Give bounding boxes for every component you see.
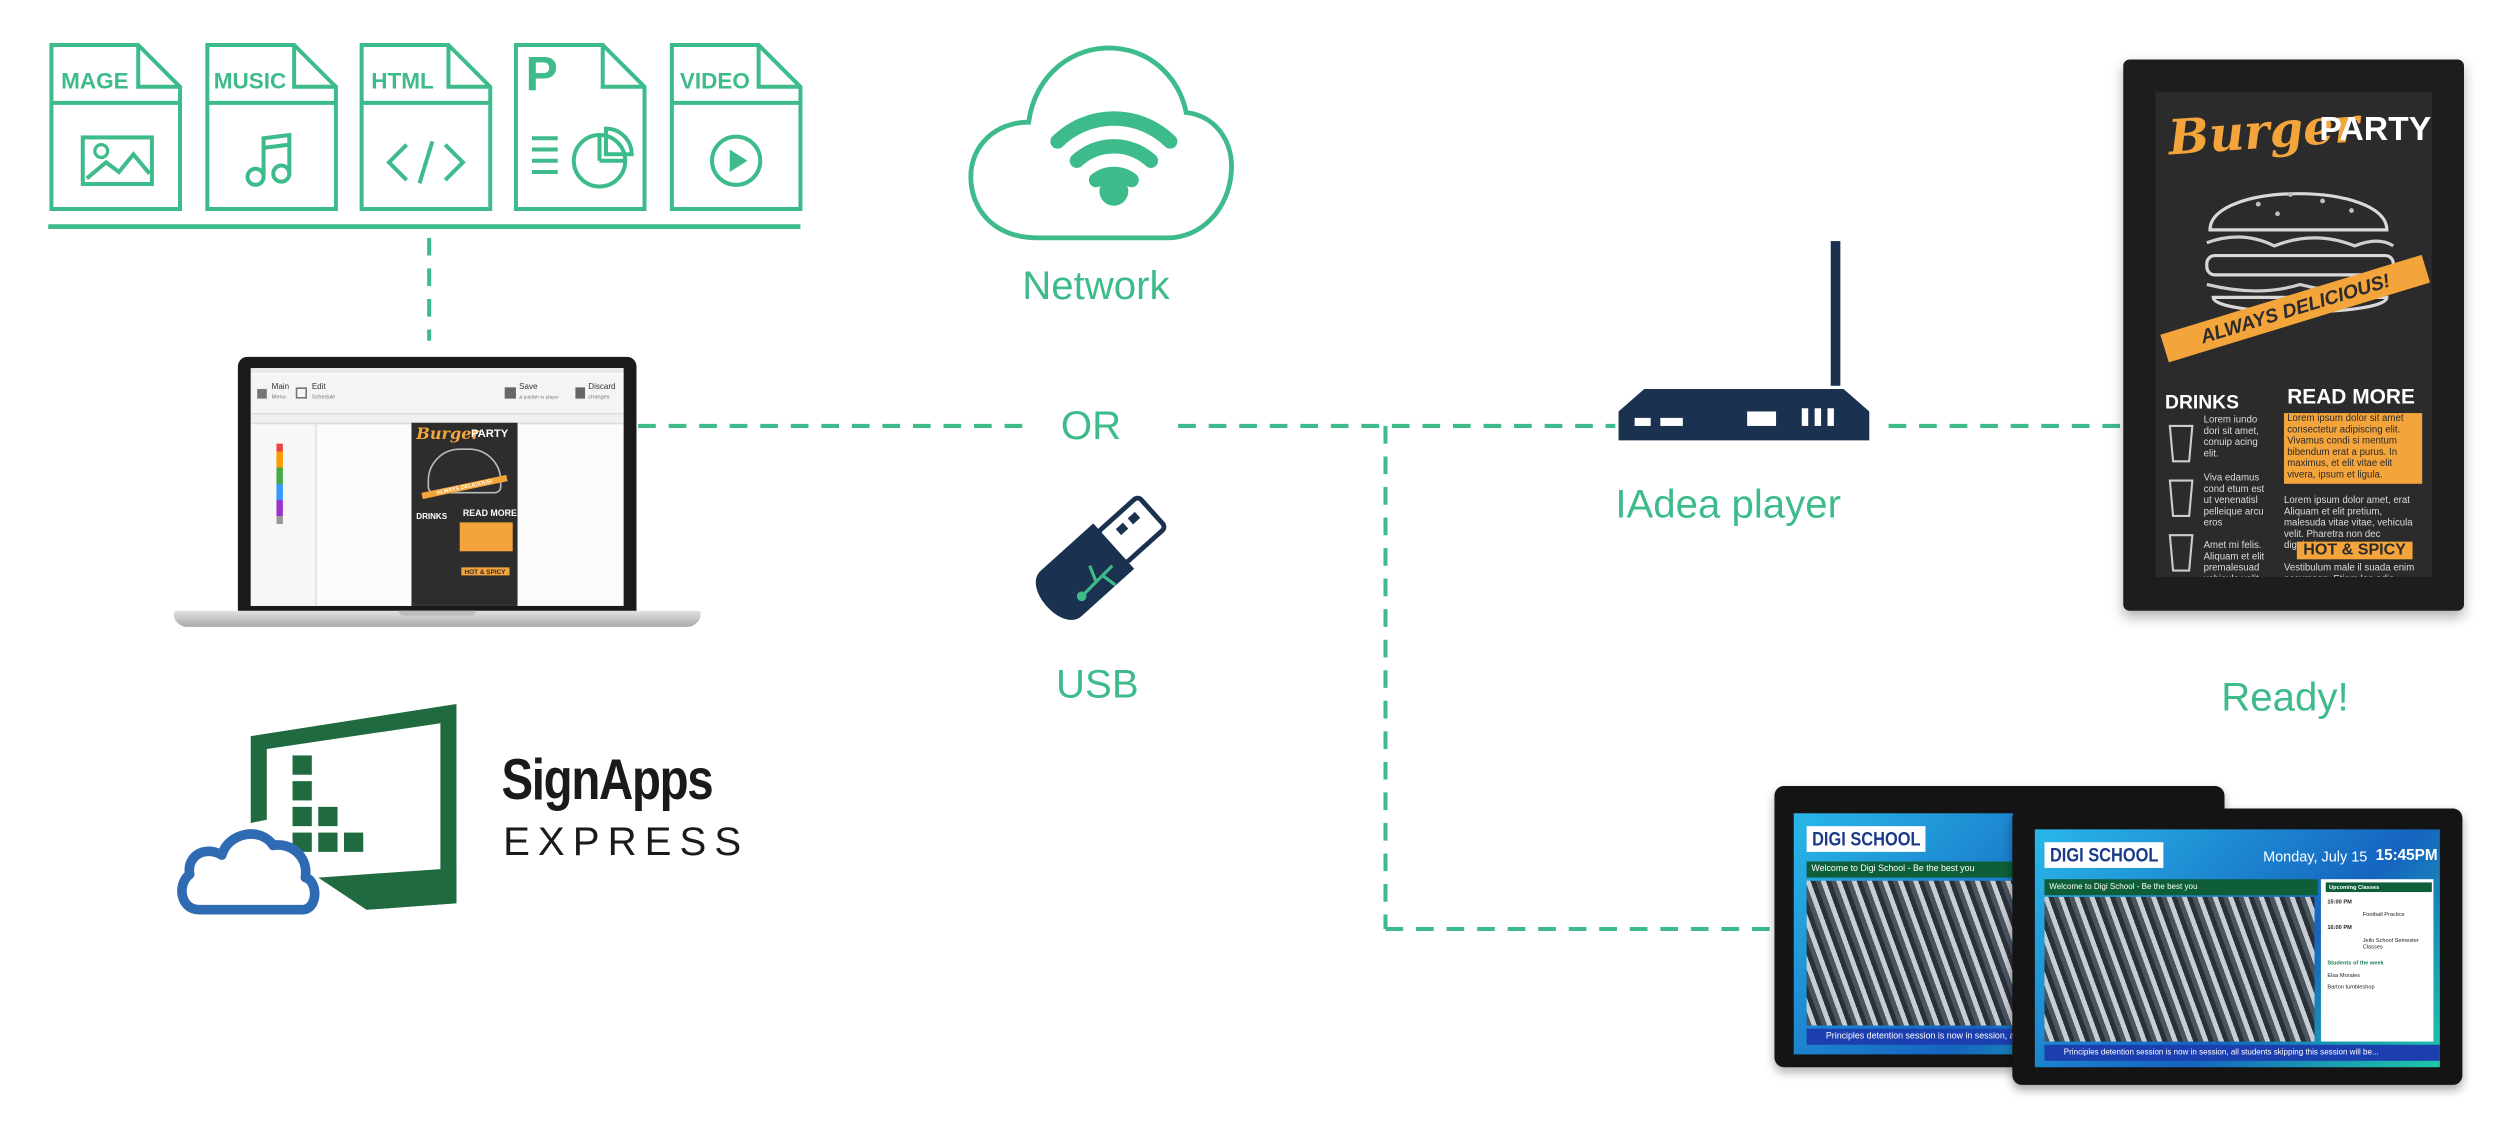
save-icon xyxy=(504,387,516,399)
presentation-chart-icon xyxy=(532,126,634,189)
image-icon xyxy=(80,135,154,187)
edit-sub: Schedule xyxy=(311,393,336,401)
discard-changes-button[interactable]: Discard changes xyxy=(575,383,623,409)
poster-read-more-heading: READ MORE xyxy=(2287,384,2415,409)
brand-name: SignApps xyxy=(501,745,713,812)
read-more-text-3: Vestibulum male il suada enim accumsan. … xyxy=(2283,564,2415,577)
file-type-label: MUSIC xyxy=(213,67,287,94)
file-outline-icon xyxy=(513,42,647,211)
calendar-icon xyxy=(295,387,307,399)
save-publish-button[interactable]: Save & publish to player xyxy=(504,382,569,409)
brand-subtitle: EXPRESS xyxy=(503,819,750,865)
save-label: Save xyxy=(519,382,538,393)
class-time-2: 16:00 PM xyxy=(2327,924,2352,931)
student-1: Elsa Morales xyxy=(2327,972,2360,979)
file-presentation: P xyxy=(513,42,648,212)
discard-label: Discard xyxy=(588,382,616,393)
app-titlebar xyxy=(250,368,624,373)
signapps-logo-icon xyxy=(177,703,457,915)
digi-tablet-front: DIGI SCHOOL Monday, July 15 15:45PM Welc… xyxy=(2012,808,2463,1085)
class-time-1: 15:00 PM xyxy=(2327,898,2352,905)
file-types-baseline xyxy=(48,224,801,230)
file-image: MAGE xyxy=(48,42,183,212)
digi-photo-front xyxy=(2044,896,2315,1042)
signapps-express-logo: SignApps EXPRESS xyxy=(174,701,741,926)
app-left-panel xyxy=(250,424,317,606)
file-music: MUSIC xyxy=(204,42,339,212)
digi-brand-front: DIGI SCHOOL xyxy=(2044,842,2164,868)
app-ribbon: Main Menu Edit Schedule Save & publish t… xyxy=(250,374,624,415)
file-video: VIDEO xyxy=(669,42,804,212)
laptop-base xyxy=(173,610,701,627)
drink-cups-icon xyxy=(2168,424,2194,572)
edit-schedule-button[interactable]: Edit Schedule xyxy=(295,382,341,409)
usb-drive-icon xyxy=(1035,495,1167,620)
home-icon xyxy=(257,388,267,399)
digi-date: Monday, July 15 xyxy=(2263,848,2368,865)
laptop: Main Menu Edit Schedule Save & publish t… xyxy=(173,356,701,640)
wifi-cloud-icon xyxy=(968,45,1234,241)
file-type-label: MAGE xyxy=(61,67,129,94)
burger-poster: Burger PARTY ALWAYS DELICIOUS! DRINKS Lo… xyxy=(2155,91,2432,578)
thumb-orange-block xyxy=(459,522,513,552)
file-type-label: HTML xyxy=(371,67,434,94)
code-icon xyxy=(386,140,466,184)
class-name-1: Football Practice xyxy=(2362,911,2405,918)
digi-ticker-front: Principles detention session is now in s… xyxy=(2044,1044,2440,1061)
laptop-trackpad-notch xyxy=(398,610,476,616)
discard-sub: changes xyxy=(588,393,610,401)
main-menu-button[interactable]: Main Menu xyxy=(257,383,292,409)
digi-brand-back: DIGI SCHOOL xyxy=(1806,826,1926,852)
file-types-row: MAGE MUSIC xyxy=(45,39,804,238)
discard-icon xyxy=(575,387,586,399)
media-player-router-icon xyxy=(1618,241,1870,441)
usb-label: USB xyxy=(1055,662,1139,708)
file-outline-icon xyxy=(49,42,183,211)
file-outline-icon xyxy=(359,42,493,211)
thumb-drinks: DRINKS xyxy=(416,512,448,523)
file-outline-icon xyxy=(669,42,803,211)
poster-drinks-heading: DRINKS xyxy=(2165,390,2239,414)
thumb-hot-spicy: HOT & SPICY xyxy=(461,567,509,576)
music-note-icon xyxy=(245,132,292,187)
thumb-title-caps: PARTY xyxy=(470,429,509,441)
main-menu-sub: Menu xyxy=(271,393,286,401)
poster-hot-spicy: HOT & SPICY xyxy=(2296,541,2413,560)
drink-text-2: Viva edamus cond etum est ut venenatisl … xyxy=(2203,474,2265,529)
save-sub: & publish to player xyxy=(519,393,559,401)
digi-welcome-front: Welcome to Digi School - Be the best you xyxy=(2044,879,2318,896)
canvas-poster-thumbnail: Burger PARTY ALWAYS DELICIOUS! DRINKS RE… xyxy=(411,422,518,606)
file-type-label: VIDEO xyxy=(679,67,750,94)
digi-schedule-panel: Upcoming Classes 15:00 PM Football Pract… xyxy=(2320,879,2434,1042)
digi-screen-front: DIGI SCHOOL Monday, July 15 15:45PM Welc… xyxy=(2034,829,2440,1068)
edit-label: Edit xyxy=(311,382,326,393)
main-menu-label: Main xyxy=(271,382,290,393)
students-heading: Students of the week xyxy=(2327,959,2384,966)
or-label: OR xyxy=(1060,403,1122,449)
play-circle-icon xyxy=(710,134,763,187)
upcoming-heading: Upcoming Classes xyxy=(2325,882,2432,893)
thumb-read-more: READ MORE xyxy=(462,509,517,520)
thumb-title-script: Burger xyxy=(416,425,480,444)
portrait-display: Burger PARTY ALWAYS DELICIOUS! DRINKS Lo… xyxy=(2123,59,2464,611)
student-2: Barton tumbleshop xyxy=(2327,983,2375,991)
digi-time: 15:45PM xyxy=(2375,847,2438,865)
player-label: IAdea player xyxy=(1615,482,1841,528)
drink-text-1: Lorem iundo dori sit amet, conuip acing … xyxy=(2203,416,2259,460)
color-swatches xyxy=(276,443,283,524)
class-name-2: Jello School Semester Classes xyxy=(2362,937,2419,950)
drink-text-3: Amet mi felis. Aliquam et elit premalesu… xyxy=(2203,541,2265,577)
poster-title-caps: PARTY xyxy=(2319,110,2432,148)
ready-label: Ready! xyxy=(2221,675,2349,721)
read-more-text-1: Lorem ipsum dolor sit amet consectetur a… xyxy=(2283,413,2423,484)
file-html: HTML xyxy=(358,42,493,212)
laptop-screen: Main Menu Edit Schedule Save & publish t… xyxy=(250,368,624,606)
network-label: Network xyxy=(1022,263,1170,309)
file-type-label: P xyxy=(525,48,558,102)
file-outline-icon xyxy=(205,42,338,211)
